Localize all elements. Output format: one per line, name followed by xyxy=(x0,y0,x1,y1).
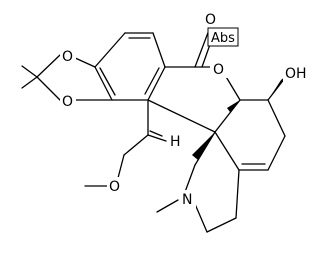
bond xyxy=(184,164,196,193)
bond xyxy=(224,74,241,101)
hash-bond xyxy=(147,130,167,142)
stereo-hydrogen: H xyxy=(170,134,181,150)
bond xyxy=(156,199,179,213)
wedge-bond xyxy=(268,76,286,100)
bond xyxy=(36,54,61,78)
atom-labels: O O O O O OH N H xyxy=(60,10,309,208)
bond xyxy=(36,76,61,101)
bond xyxy=(267,135,286,171)
ring-oxygen: O xyxy=(213,62,224,78)
methoxy-oxygen: O xyxy=(109,179,120,195)
abs-label: Abs xyxy=(211,31,235,46)
bond xyxy=(194,29,210,68)
bond xyxy=(267,77,286,101)
bond xyxy=(206,217,237,233)
bond xyxy=(94,32,126,68)
wedge-bond xyxy=(227,100,240,112)
amine-nitrogen: N xyxy=(182,192,192,208)
bond xyxy=(152,32,166,68)
dioxole-oxygen-bottom: O xyxy=(62,94,73,110)
hydroxyl-group: OH xyxy=(285,66,307,82)
bond xyxy=(21,76,38,89)
dioxole-oxygen-top: O xyxy=(62,49,73,65)
bond xyxy=(147,99,216,133)
bonds xyxy=(21,29,286,233)
bond xyxy=(144,67,160,95)
bond xyxy=(117,154,125,179)
bond xyxy=(235,169,240,219)
bond xyxy=(123,134,149,156)
bond xyxy=(94,66,113,101)
bond xyxy=(214,99,241,133)
bond xyxy=(99,67,116,96)
carbonyl-oxygen: O xyxy=(205,12,216,28)
bond xyxy=(194,131,216,166)
bond xyxy=(147,66,166,101)
bond xyxy=(21,65,38,78)
wedge-bond xyxy=(192,132,215,160)
bond xyxy=(267,99,286,137)
bond xyxy=(72,56,96,68)
bond xyxy=(214,131,240,171)
bond xyxy=(194,203,208,233)
abs-flag: Abs xyxy=(207,27,239,47)
